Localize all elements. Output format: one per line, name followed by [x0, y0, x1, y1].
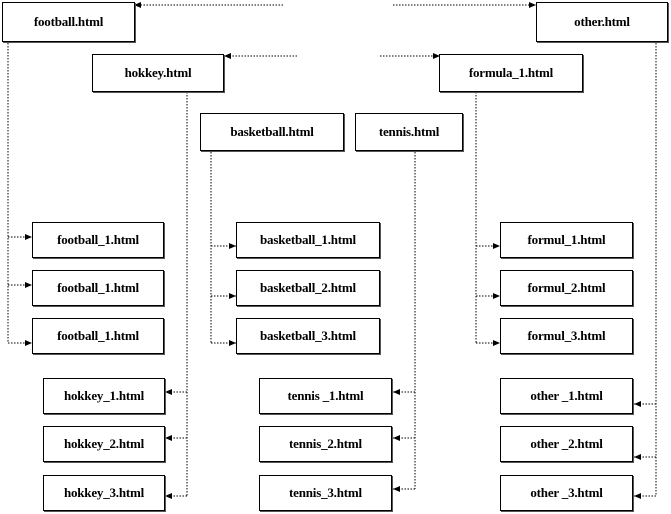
- node-tennis-2: tennis_2.html: [259, 426, 392, 462]
- node-football-2: football_1.html: [32, 270, 164, 306]
- node-formul-3: formul_3.html: [500, 318, 633, 354]
- node-football-1: football_1.html: [32, 222, 164, 258]
- node-formul-1: formul_1.html: [500, 222, 633, 258]
- node-hokkey-3: hokkey_3.html: [43, 475, 165, 511]
- node-tennis-3: tennis_3.html: [259, 475, 392, 511]
- node-other-3: other _3.html: [500, 475, 633, 511]
- node-football-3: football_1.html: [32, 318, 164, 354]
- node-basketball: basketball.html: [200, 113, 344, 151]
- node-football: football.html: [2, 2, 135, 42]
- node-formula: formula_1.html: [439, 54, 583, 92]
- node-tennis-1: tennis _1.html: [259, 378, 392, 414]
- node-hokkey-2: hokkey_2.html: [43, 426, 165, 462]
- node-other-2: other _2.html: [500, 426, 633, 462]
- node-formul-2: formul_2.html: [500, 270, 633, 306]
- node-hokkey-1: hokkey_1.html: [43, 378, 165, 414]
- node-other: other.html: [536, 2, 668, 42]
- node-basketball-1: basketball_1.html: [236, 222, 380, 258]
- node-basketball-2: basketball_2.html: [236, 270, 380, 306]
- node-hokkey: hokkey.html: [92, 54, 224, 92]
- node-basketball-3: basketball_3.html: [236, 318, 380, 354]
- node-tennis: tennis.html: [355, 113, 463, 151]
- node-other-1: other _1.html: [500, 378, 633, 414]
